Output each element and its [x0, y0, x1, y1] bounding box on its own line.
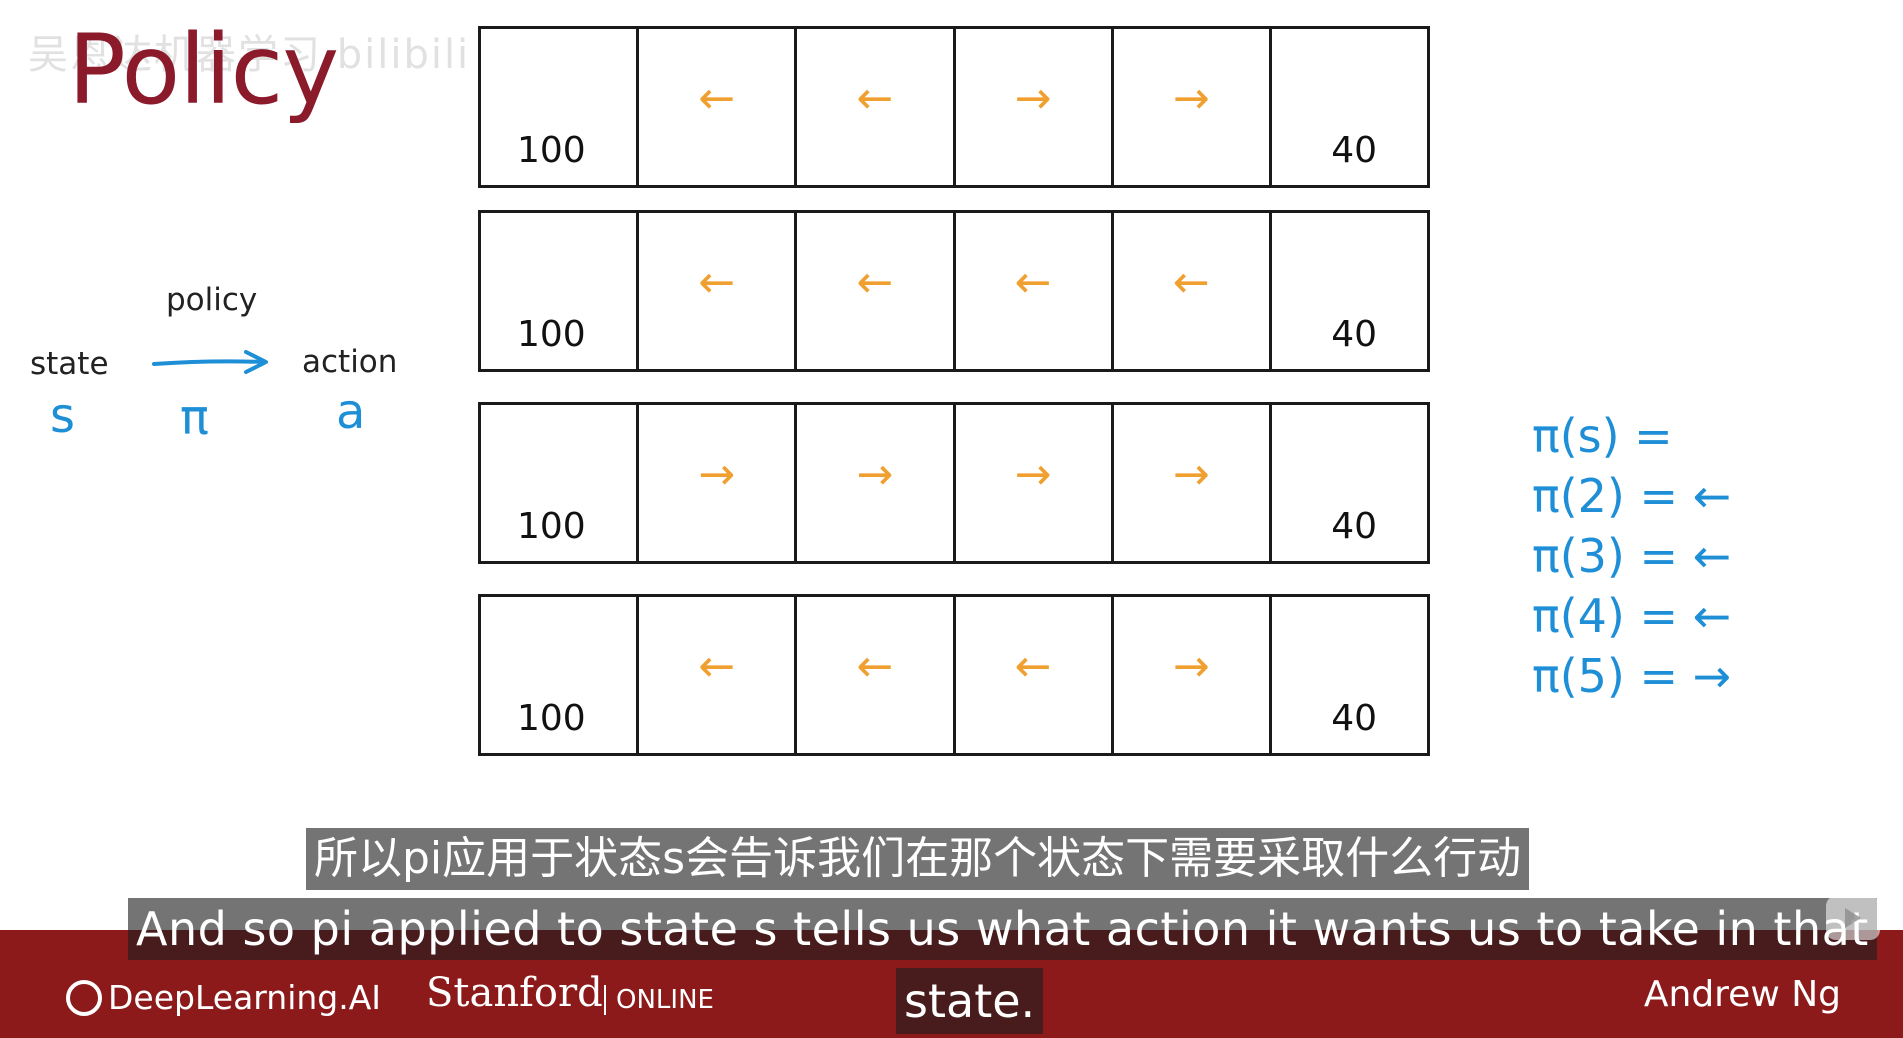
terminal-state-cell: 100: [481, 213, 640, 369]
subtitle-english-line1: And so pi applied to state s tells us wh…: [128, 898, 1877, 960]
deeplearning-logo: DeepLearning.AI: [66, 978, 381, 1017]
slide-title: Policy: [68, 14, 339, 126]
state-cell: ←: [956, 597, 1114, 753]
right-arrow-icon: →: [698, 449, 736, 501]
terminal-state-cell: 40: [1272, 597, 1427, 753]
reward-value: 40: [1331, 130, 1378, 171]
reward-value: 100: [517, 130, 586, 171]
video-play-icon[interactable]: [1826, 896, 1880, 940]
left-arrow-icon: ←: [856, 257, 894, 309]
terminal-state-cell: 100: [481, 29, 640, 185]
gridworld-row: 100 ← ← → → 40: [478, 26, 1430, 188]
state-cell: →: [956, 405, 1114, 561]
left-arrow-icon: ←: [698, 641, 736, 693]
state-label: state: [30, 346, 109, 382]
presenter-name: Andrew Ng: [1643, 974, 1841, 1015]
left-arrow-icon: ←: [1014, 641, 1052, 693]
gridworld-row: 100 → → → → 40: [478, 402, 1430, 564]
subtitle-chinese: 所以pi应用于状态s会告诉我们在那个状态下需要采取什么行动: [306, 828, 1530, 890]
pi-line: π(5) = →: [1532, 649, 1732, 703]
state-cell: →: [1114, 29, 1272, 185]
right-arrow-icon: →: [1172, 449, 1210, 501]
policy-symbol: π: [180, 390, 209, 446]
right-arrow-icon: →: [1172, 73, 1210, 125]
online-label: ONLINE: [604, 985, 714, 1015]
terminal-state-cell: 40: [1272, 405, 1427, 561]
reward-value: 40: [1331, 506, 1378, 547]
state-cell: →: [1114, 597, 1272, 753]
state-cell: ←: [639, 29, 798, 185]
state-cell: →: [639, 405, 798, 561]
policy-label: policy: [166, 282, 258, 318]
terminal-state-cell: 40: [1272, 213, 1427, 369]
state-cell: ←: [797, 213, 956, 369]
state-cell: →: [797, 405, 956, 561]
reward-value: 100: [517, 698, 586, 739]
video-watermark: 吴恩达机器学习 bilibili: [28, 32, 471, 78]
pi-line: π(4) = ←: [1532, 589, 1732, 643]
state-cell: ←: [797, 29, 956, 185]
state-cell: ←: [797, 597, 956, 753]
pi-line: π(s) =: [1532, 409, 1673, 463]
state-cell: ←: [639, 213, 798, 369]
deeplearning-logo-icon: [66, 979, 102, 1016]
left-arrow-icon: ←: [1014, 257, 1052, 309]
left-arrow-icon: ←: [698, 73, 736, 125]
left-arrow-icon: ←: [856, 641, 894, 693]
terminal-state-cell: 100: [481, 597, 640, 753]
right-arrow-icon: →: [856, 449, 894, 501]
left-arrow-icon: ←: [698, 257, 736, 309]
deeplearning-logo-text: DeepLearning.AI: [108, 978, 382, 1017]
state-cell: →: [1114, 405, 1272, 561]
state-cell: →: [956, 29, 1114, 185]
gridworld-row: 100 ← ← ← ← 40: [478, 210, 1430, 372]
reward-value: 100: [517, 506, 586, 547]
left-arrow-icon: ←: [856, 73, 894, 125]
pi-mapping-list: π(s) = π(2) = ← π(3) = ← π(4) = ← π(5) =…: [1532, 406, 1731, 706]
state-symbol: s: [50, 388, 76, 444]
right-arrow-icon: →: [1172, 641, 1210, 693]
state-cell: ←: [639, 597, 798, 753]
reward-value: 100: [517, 314, 586, 355]
state-cell: ←: [956, 213, 1114, 369]
left-arrow-icon: ←: [1172, 257, 1210, 309]
state-cell: ←: [1114, 213, 1272, 369]
right-arrow-icon: →: [1014, 73, 1052, 125]
reward-value: 40: [1331, 698, 1378, 739]
pi-line: π(2) = ←: [1532, 469, 1732, 523]
stanford-logo: Stanford: [426, 970, 603, 1016]
right-arrow-icon: →: [1014, 449, 1052, 501]
policy-arrow-icon: [152, 350, 268, 374]
reward-value: 40: [1331, 314, 1378, 355]
subtitle-english-line2: state.: [896, 968, 1044, 1034]
terminal-state-cell: 100: [481, 405, 640, 561]
pi-line: π(3) = ←: [1532, 529, 1732, 583]
gridworld-row: 100 ← ← ← → 40: [478, 594, 1430, 756]
terminal-state-cell: 40: [1272, 29, 1427, 185]
action-label: action: [302, 344, 398, 380]
action-symbol: a: [336, 384, 366, 440]
